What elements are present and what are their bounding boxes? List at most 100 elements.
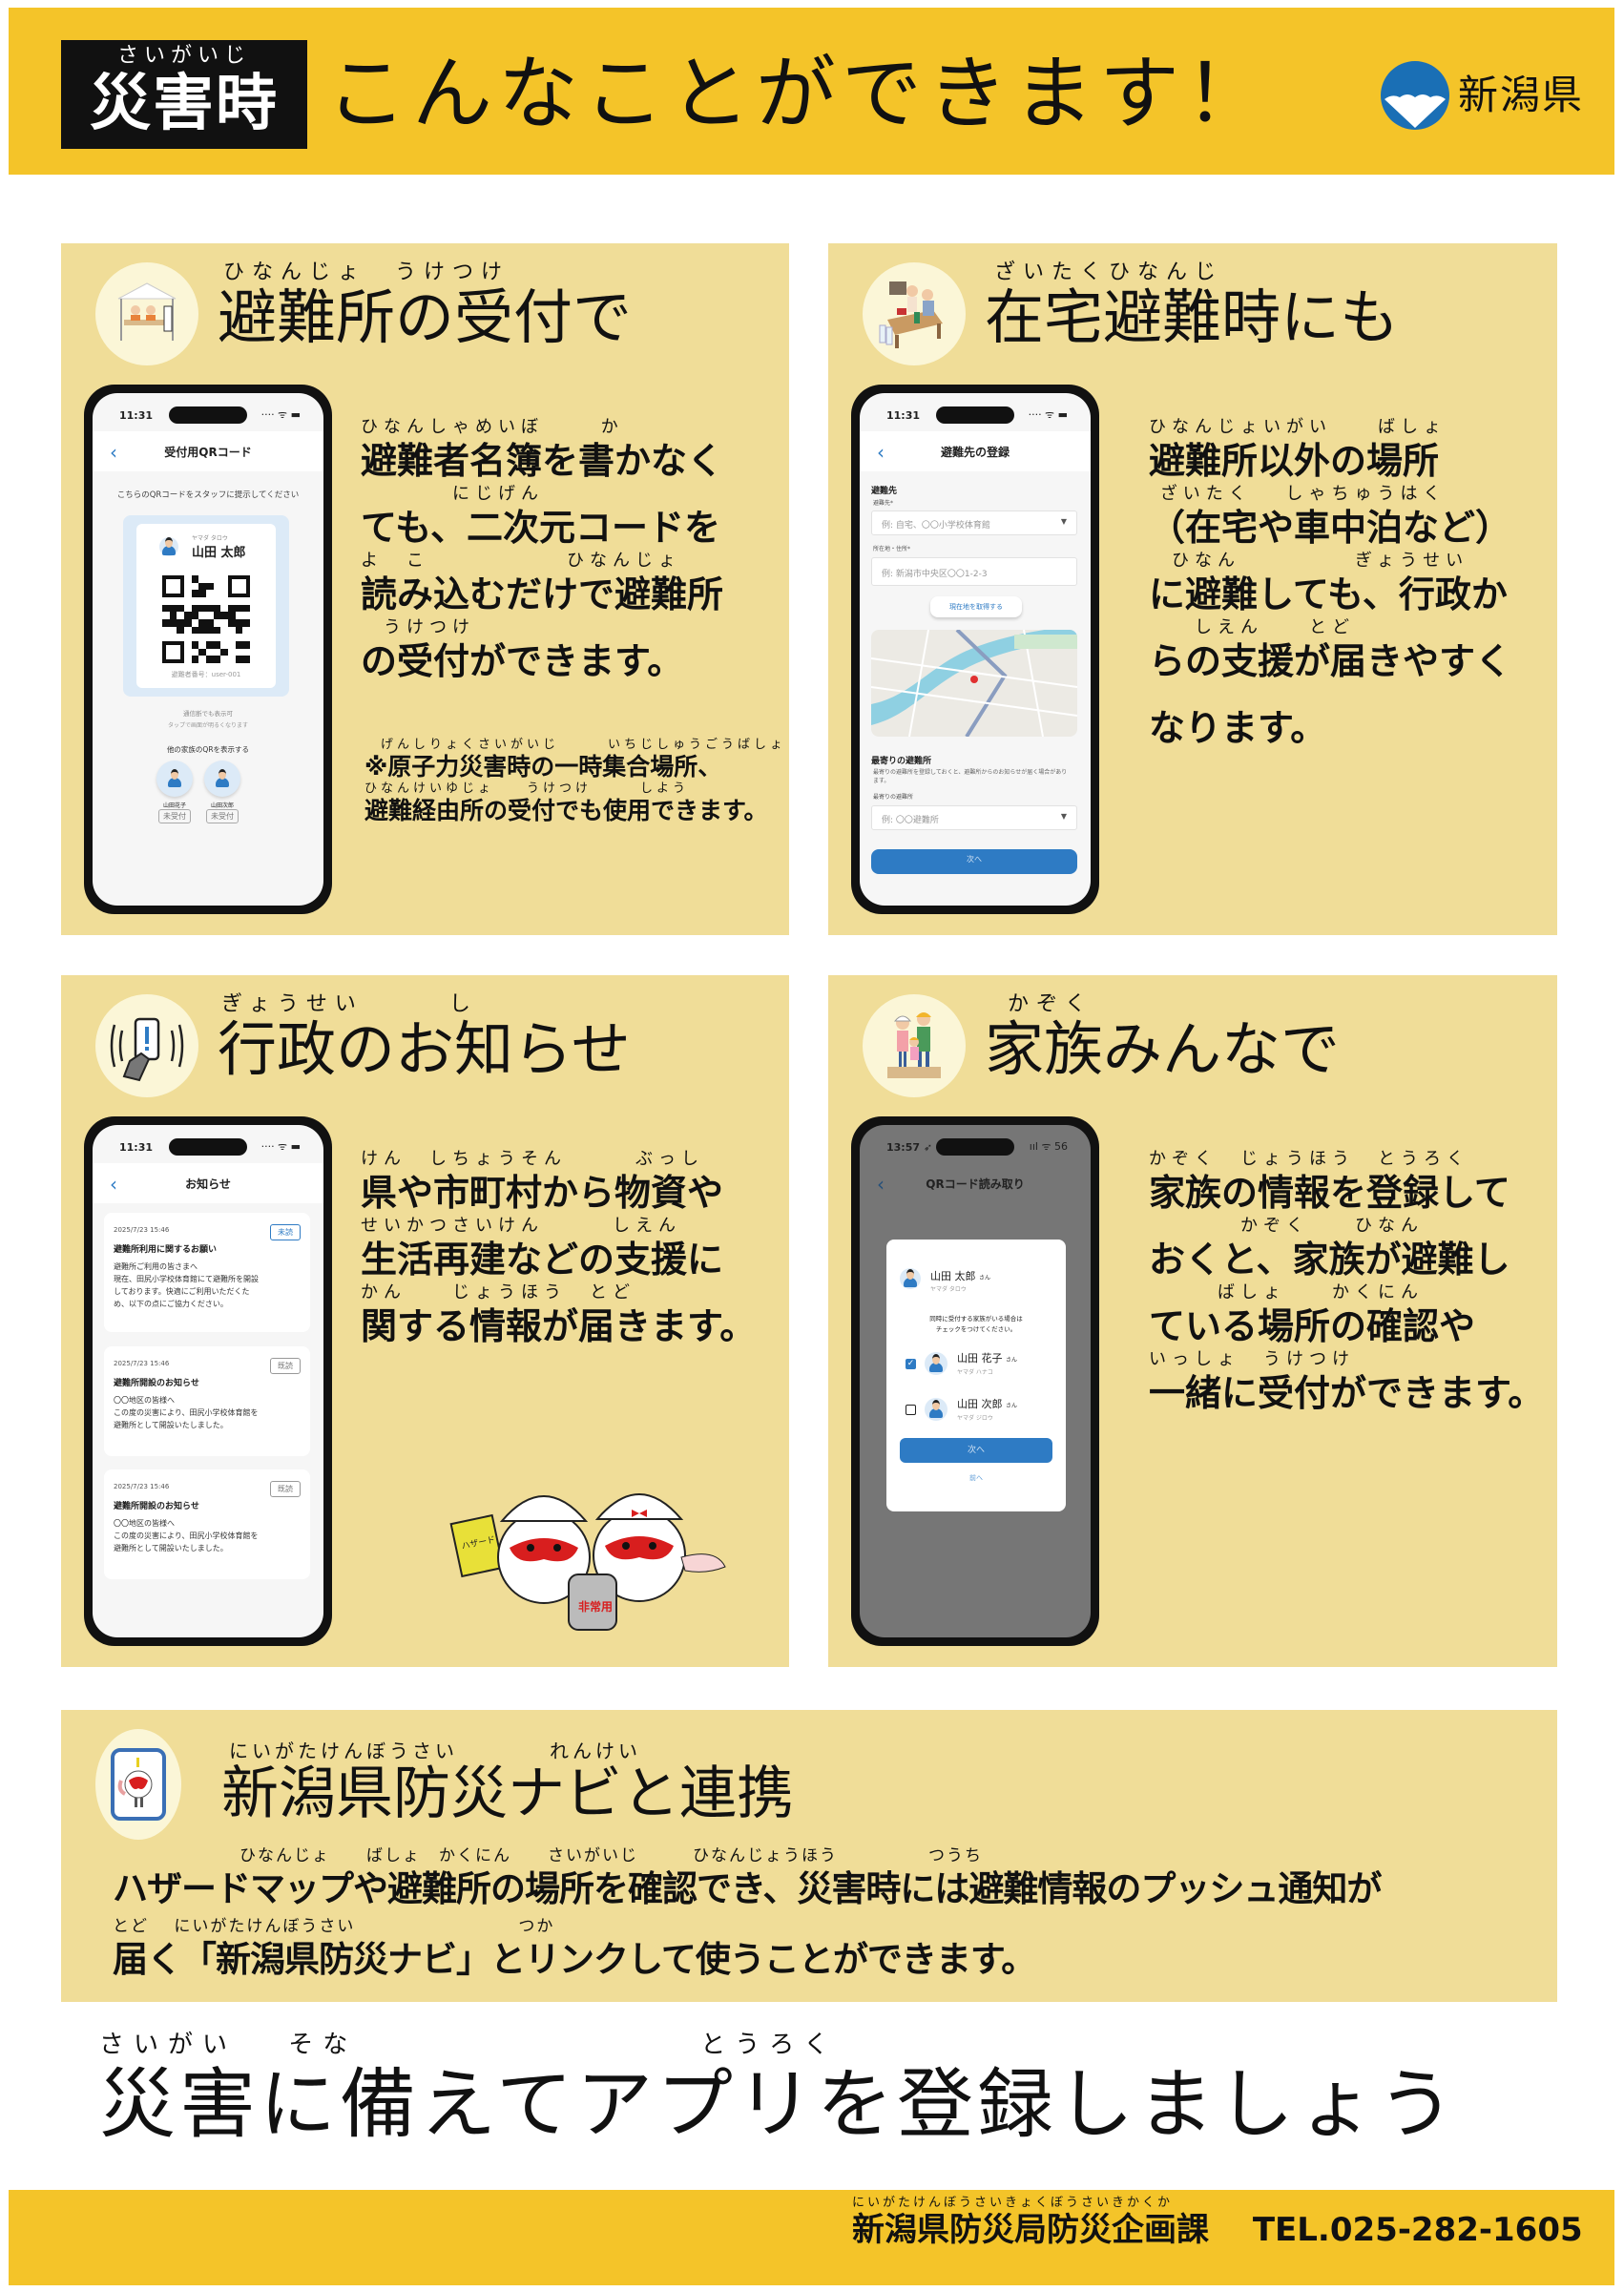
nav-bar: ‹ QRコード読み取り (860, 1163, 1091, 1203)
status-icons: ···· ᯤ ▬ (260, 408, 301, 421)
phone-screen: 11:31 ···· ᯤ ▬ ‹ お知らせ 2025/7/23 15:46 未読… (93, 1125, 323, 1637)
body-ruby: ざいたく しゃちゅうはく (1149, 484, 1447, 504)
body-line: 読み込むだけで避難所 (361, 573, 724, 615)
phone-alert-icon (95, 994, 198, 1097)
dynamic-island (936, 1138, 1014, 1156)
read-badge: 既読 (270, 1481, 301, 1497)
phone-screen: 11:31 ···· ᯤ ▬ ‹ 避難先の登録 避難先 避難先* 例: 自宅、〇… (860, 393, 1091, 906)
member-checkbox-checked[interactable]: ✓ (906, 1359, 916, 1369)
body-line: ても、二次元コードを (361, 507, 720, 549)
family-member-0[interactable]: 山田花子 未受付 (156, 761, 194, 823)
member-name: 山田 次郎 さん (957, 1396, 1017, 1411)
disaster-time-badge: さいがいじ 災害時 (61, 40, 307, 149)
closing-text: 災害に備えてアプリを登録しましょう (99, 2060, 1458, 2149)
panel-title: 避難所の受付で (218, 282, 633, 352)
back-chevron-icon[interactable]: ‹ (110, 1173, 117, 1196)
map-view[interactable] (871, 630, 1077, 737)
closing-message: さいがい そな とうろく 災害に備えてアプリを登録しましょう (99, 2031, 1458, 2151)
member-name: 山田花子 (162, 802, 186, 809)
status-time: 11:31 (119, 409, 154, 422)
qr-instruction: こちらのQRコードをスタッフに提示してください (116, 490, 300, 500)
avatar (156, 761, 193, 797)
body-line: おくと、家族が避難し (1149, 1239, 1510, 1281)
back-button[interactable]: 前へ (969, 1474, 983, 1482)
body-line: らの支援が届きやすく (1149, 640, 1512, 682)
next-button[interactable]: 次へ (900, 1438, 1052, 1463)
badge-label: 災害時 (90, 69, 279, 139)
main-user-kana: ヤマダ タロウ (930, 1286, 967, 1293)
status-time: 11:31 (886, 409, 921, 422)
notice-card[interactable]: 2025/7/23 15:46 既読 避難所開設のお知らせ 〇〇地区の皆様へ こ… (104, 1346, 310, 1456)
body-ruby: ひなん ぎょうせい (1149, 551, 1469, 571)
body-line: ている場所の確認や (1149, 1305, 1476, 1347)
body-line: 一緒に受付ができます。 (1149, 1372, 1545, 1414)
body-ruby: かん じょうほう とど (361, 1282, 635, 1302)
panel-body: けん しちょうそん ぶっし 県や市町村から物資や せいかつさいけん しえん 生活… (361, 1147, 756, 1347)
field-label: 最寄りの避難所 (873, 794, 914, 801)
status-icons: ···· ᯤ ▬ (1028, 408, 1068, 421)
notice-date: 2025/7/23 15:46 (114, 1483, 170, 1490)
mascot-illustration: ハザード 非常用 (448, 1452, 735, 1643)
shelter-reception-icon (95, 262, 198, 365)
notice-title: 避難所開設のお知らせ (114, 1502, 199, 1511)
input-placeholder: 例: 新潟市中央区〇〇1-2-3 (882, 570, 988, 579)
notice-title: 避難所開設のお知らせ (114, 1379, 199, 1388)
note-ruby: ひなんけいゆじょ うけつけ しよう (364, 781, 690, 796)
member-kana: ヤマダ ジロウ (957, 1415, 993, 1422)
dropdown-caret-icon: ▼ (1060, 517, 1067, 526)
nearest-shelter-select[interactable]: 例: 〇〇避難所 ▼ (871, 805, 1077, 830)
panel-title: 家族みんなで (985, 1014, 1341, 1084)
tap-note: タップで画面が明るくなります (167, 722, 248, 729)
panel-title: 新潟県防災ナビと連携 (221, 1761, 794, 1827)
body-ruby: ひなんしゃめいぼ か (361, 417, 624, 437)
nav-bar: ‹ 避難先の登録 (860, 431, 1091, 471)
phone-number[interactable]: TEL.025-282-1605 (1252, 2211, 1583, 2249)
evacuee-id: 避難者番号：user-001 (171, 671, 241, 678)
honorific: さん (979, 1275, 991, 1281)
dynamic-island (936, 406, 1014, 424)
panel-family: かぞく 家族みんなで 13:57 ➶ ııl ᯤ 56 ‹ QRコード読み取り … (828, 975, 1557, 1667)
dynamic-island (169, 1138, 247, 1156)
body-line: 避難者名簿を書かなく (361, 440, 724, 482)
member-name: 山田 花子 さん (957, 1350, 1017, 1365)
status-time: 11:31 (119, 1141, 154, 1154)
member-name: 山田次郎 (210, 802, 234, 809)
body-line: （在宅や車中泊など） (1149, 507, 1512, 549)
panel-government-notices: ぎょうせい し 行政のお知らせ 11:31 ···· ᯤ ▬ ‹ お知らせ 20… (61, 975, 789, 1667)
member-kana: ヤマダ ハナコ (957, 1369, 993, 1376)
dialog-instruction: 同時に受付する家族がいる場合は チェックをつけてください。 (929, 1315, 1023, 1333)
phone-mockup-qr-reader: 13:57 ➶ ııl ᯤ 56 ‹ QRコード読み取り 山田 太郎 さん ヤマ… (851, 1116, 1099, 1646)
notice-card[interactable]: 2025/7/23 15:46 未読 避難所利用に関するお願い 避難所ご利用の皆… (104, 1213, 310, 1332)
body-line: 県や市町村から物資や (361, 1172, 724, 1214)
back-chevron-icon[interactable]: ‹ (877, 441, 885, 464)
panel-title-ruby: かぞく (1008, 992, 1094, 1016)
evacuation-place-select[interactable]: 例: 自宅、〇〇小学校体育館 ▼ (871, 510, 1077, 535)
footer-banner: にいがたけんぼうさいきょくぼうさいきかくか 新潟県防災局防災企画課 TEL.02… (9, 2190, 1614, 2285)
back-chevron-icon[interactable]: ‹ (110, 441, 117, 464)
home-evacuation-icon (863, 262, 966, 365)
notice-card[interactable]: 2025/7/23 15:46 既読 避難所開設のお知らせ 〇〇地区の皆様へ こ… (104, 1469, 310, 1579)
family-member-1[interactable]: 山田次郎 未受付 (203, 761, 241, 823)
notice-body: 避難所ご利用の皆さまへ 現在、田尻小学校体育館にて避難所を開設 しております。快… (114, 1262, 259, 1308)
footer-contact: にいがたけんぼうさいきょくぼうさいきかくか 新潟県防災局防災企画課 TEL.02… (852, 2196, 1583, 2249)
body-ruby: とど にいがたけんぼうさい つか (113, 1917, 555, 1936)
panel-shelter-reception: ひなんじょ うけつけ 避難所の受付で 11:31 ···· ᯤ ▬ ‹ 受付用Q… (61, 243, 789, 935)
name-text: 山田 太郎 (930, 1270, 976, 1282)
avatar (925, 1352, 947, 1375)
body-ruby: ひなんじょ ばしょ かくにん さいがいじ ひなんじょうほう つうち (113, 1846, 983, 1865)
emergency-bag-label: 非常用 (578, 1599, 613, 1614)
avatar (159, 537, 178, 556)
get-location-button[interactable]: 現在地を取得する (930, 596, 1022, 617)
next-button[interactable]: 次へ (871, 849, 1077, 874)
name-kana: ヤマダ タロウ (192, 535, 228, 542)
address-input[interactable]: 例: 新潟市中央区〇〇1-2-3 (871, 557, 1077, 586)
niigata-logo-icon (1381, 61, 1449, 130)
notice-date: 2025/7/23 15:46 (114, 1226, 170, 1234)
name-text: 山田 花子 (957, 1352, 1003, 1365)
member-checkbox-unchecked[interactable] (906, 1405, 916, 1415)
back-chevron-icon[interactable]: ‹ (877, 1173, 885, 1196)
footer-ruby: にいがたけんぼうさいきょくぼうさいきかくか (852, 2196, 1174, 2210)
nav-title: お知らせ (185, 1177, 231, 1191)
panel-bousai-navi: にいがたけんぼうさい れんけい 新潟県防災ナビと連携 ひなんじょ ばしょ かくに… (61, 1710, 1557, 2002)
note-line: ※原子力災害時の一時集合場所、 (364, 753, 722, 781)
